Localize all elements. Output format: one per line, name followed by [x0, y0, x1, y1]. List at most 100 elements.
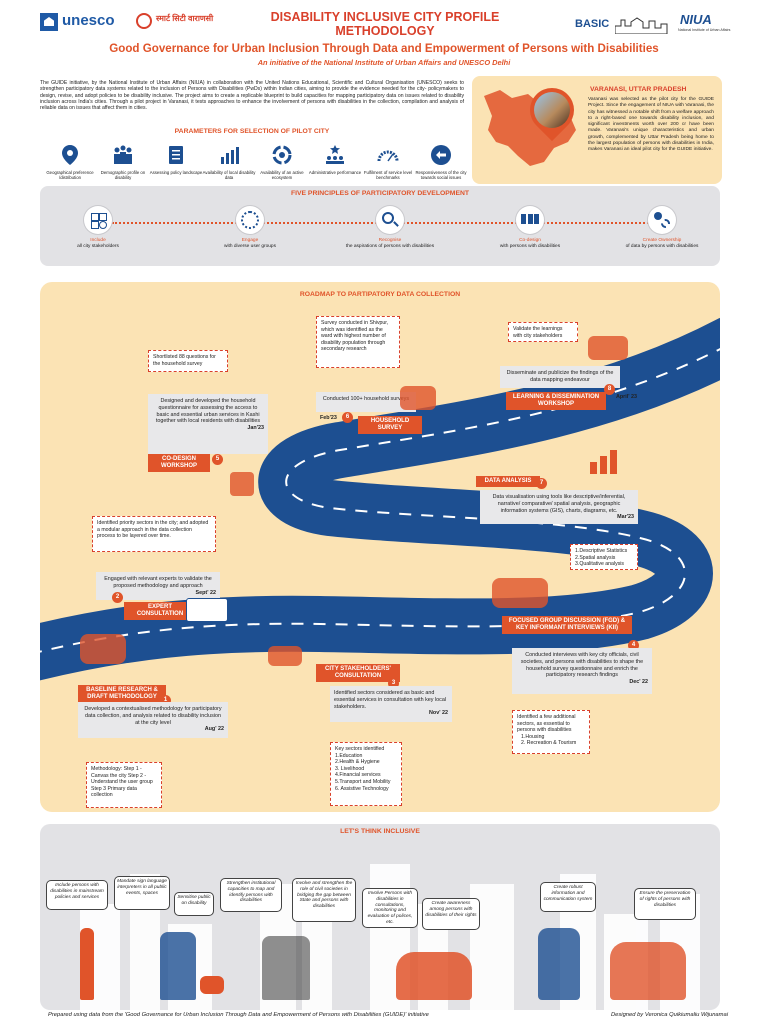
codesign-team-icon [516, 206, 544, 234]
principle-head: Create Ownership [642, 238, 682, 243]
parameters-row: Geographical preference /distribution De… [42, 143, 469, 185]
varanasi-text: Varanasi was selected as the pilot city … [588, 97, 714, 153]
step3-note-item: 4.Financial services [335, 772, 381, 779]
principles-panel: FIVE PRINCIPLES OF PARTICIPATORY DEVELOP… [40, 186, 720, 266]
inclusive-bubble: Mandate sign language interpreters in al… [114, 876, 170, 910]
principle-item: Co-design with persons with disabilities [480, 206, 580, 250]
step1-note: Methodology: Step 1 - Canvas the city St… [86, 762, 162, 808]
principle-head: Include [90, 238, 106, 243]
people-illustration [400, 386, 436, 410]
parameter-item: Fulfilment of service level benchmarks [360, 143, 416, 180]
step2-note: Identified priority sectors in the city;… [92, 516, 216, 552]
magnifier-person-icon [376, 206, 404, 234]
step4-note-item: 1.Housing [521, 733, 545, 740]
family-illustration [262, 936, 310, 1000]
step6-box: Conducted 100+ household surveys [316, 392, 416, 412]
varanasi-panel: VARANASI, UTTAR PRADESH Varanasi was sel… [472, 76, 722, 184]
step4-note-item: 2. Recreation & Tourism [521, 740, 577, 747]
parameter-item: Administrative performance [307, 143, 363, 175]
parameter-label: Assessing policy landscape [149, 170, 203, 175]
step3-note-item: 5.Transport and Mobility [335, 778, 391, 785]
people-signing-illustration [160, 932, 196, 1000]
people-illustration [80, 634, 126, 664]
step8-box: Disseminate and publicize the findings o… [500, 366, 620, 388]
step8-number: 8 [604, 384, 615, 395]
footer-credit-source: Prepared using data from the 'Good Gover… [48, 1012, 429, 1018]
parameter-item: Responsiveness of the city towards socia… [413, 143, 469, 180]
inclusive-bubble: Involve and strengthen the role of civil… [292, 878, 356, 922]
step3-date: Nov' 22 [429, 710, 448, 717]
principle-item: Engage with diverse user groups [200, 206, 300, 250]
policy-checklist-icon [169, 146, 183, 164]
inclusive-bubble: Sensitise public on disability [174, 892, 214, 916]
basic-logo: BASIC [575, 14, 675, 38]
step7-note: 1.Descriptive Statistics 2.Spatial analy… [570, 544, 638, 570]
principle-text: all city stakeholders [77, 244, 119, 249]
step2-date: Sept' 22 [195, 589, 216, 596]
ownership-gear-icon [648, 206, 676, 234]
wheelchair-user-illustration [538, 928, 580, 1000]
step1-tag: BASELINE RESEARCH & DRAFT METHODOLOGY [78, 685, 166, 703]
parameter-label: Responsiveness of the city towards socia… [415, 170, 467, 180]
step7-note-item: 3.Qualitative analysis [575, 561, 625, 568]
smart-city-varanasi-logo: स्मार्ट सिटी वाराणसी [136, 11, 216, 33]
step5-text: Designed and developed the household que… [155, 398, 261, 425]
document-illustration [186, 598, 228, 622]
principles-title: FIVE PRINCIPLES OF PARTICIPATORY DEVELOP… [290, 190, 470, 197]
step3-note-item: 2.Health & Hygiene [335, 759, 380, 766]
inclusive-bubble: Ensure the preservation of rights of per… [634, 888, 696, 920]
step1-number: 1 [160, 695, 171, 706]
guide-dog-illustration [200, 976, 224, 994]
inclusive-title: LET'S THINK INCLUSIVE [340, 828, 420, 835]
principle-text: with persons with disabilities [499, 244, 561, 249]
inclusive-panel: LET'S THINK INCLUSIVE Include persons wi… [40, 824, 720, 1010]
roadmap-title: ROADMAP TO PARTIPATORY DATA COLLECTION [299, 291, 461, 298]
step1-text: Developed a contextualised methodology f… [84, 706, 222, 726]
footer-credit-designer: Designed by Veronica Quikiumaliu Wijunam… [610, 1012, 728, 1018]
parameter-item: Availability of local disability data [201, 143, 257, 180]
parameter-label: Fulfilment of service level benchmarks [363, 170, 413, 180]
step8-tag: LEARNING & DISSEMINATION WORKSHOP [506, 392, 606, 410]
step4-number: 4 [628, 640, 639, 651]
principle-head: Engage [241, 238, 259, 243]
step3-note: Key sectors identified 1.Education 2.Hea… [330, 742, 402, 806]
gauge-icon [377, 150, 399, 162]
winding-road [40, 318, 720, 681]
parameter-item: Demographic profile on disability [95, 143, 151, 180]
step5-number: 5 [212, 454, 223, 465]
step7-box: Data visualisation using tools like desc… [480, 490, 638, 524]
step7-date: Mar'23 [617, 514, 634, 521]
skyline-icon [615, 17, 668, 34]
step5-note: Shortlisted 88 questions for the househo… [148, 350, 228, 372]
people-illustration [268, 646, 302, 666]
step7-text: Data visualisation using tools like desc… [492, 494, 626, 514]
step3-note-item: 6. Assistive Technology [335, 785, 389, 792]
unesco-logo-text: unesco [62, 12, 115, 29]
step3-note-item: 1.Education [335, 752, 363, 759]
step3-box: Identified sectors considered as basic a… [330, 686, 452, 722]
parameter-item: Availability of an active ecosystem [254, 143, 310, 180]
step4-tag: FOCUSED GROUP DISCUSSION (FGD) & KEY INF… [502, 616, 632, 634]
population-icon [114, 145, 132, 164]
step4-box: Conducted interviews with key city offic… [512, 648, 652, 694]
step3-text: Identified sectors considered as basic a… [334, 690, 447, 710]
step3-note-title: Key sectors identified [335, 746, 385, 752]
bar-chart-illustration [590, 448, 626, 474]
step6-tag: HOUSEHOLD SURVEY [358, 416, 422, 434]
step8-note: Validate the learnings with city stakeho… [508, 322, 578, 342]
step6-date: Feb'23 [320, 415, 337, 421]
step5-tag: CO-DESIGN WORKSHOP [148, 454, 210, 472]
inclusive-bubble: Create awareness among persons with disa… [422, 898, 480, 930]
page-title-line1: DISABILITY INCLUSIVE CITY PROFILE [270, 10, 500, 24]
principle-item: Create Ownership of data by persons with… [612, 206, 712, 250]
people-together-illustration [610, 942, 686, 1000]
step4-date: Dec' 22 [629, 679, 648, 686]
inclusive-bubble: Create robust information and communicat… [540, 882, 596, 912]
step8-date: April' 23 [616, 394, 638, 400]
intro-paragraph: The GUIDE initiative, by the National In… [40, 80, 464, 112]
location-pin-icon [62, 145, 78, 165]
smart-city-logo-text: स्मार्ट सिटी वाराणसी [156, 14, 214, 23]
step7-tag: DATA ANALYSIS [476, 476, 540, 487]
inclusive-bubble: Involve Persons with disabilities in con… [362, 888, 418, 928]
step2-tag: EXPERT CONSULTATION [124, 602, 196, 620]
